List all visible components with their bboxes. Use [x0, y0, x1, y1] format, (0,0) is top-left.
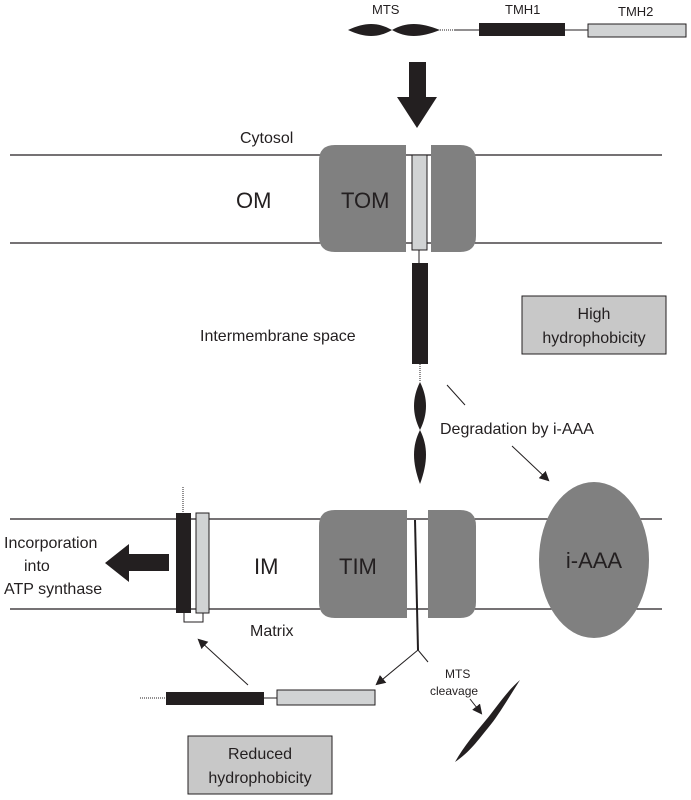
- cleavage-branch-right: [417, 649, 429, 663]
- cleavage-to-mts-arrow: [469, 698, 483, 715]
- tmh2-label: TMH2: [618, 4, 653, 19]
- high-hydrophobicity-line2: hydrophobicity: [542, 330, 645, 347]
- tom-complex: TOM: [319, 145, 476, 252]
- tim-left-half: [319, 510, 407, 618]
- mts-helix-top: [348, 24, 440, 36]
- incorporation-arrow: [105, 544, 169, 582]
- tmh2-segment-top: [587, 23, 687, 38]
- insertion-arrow: [197, 638, 249, 686]
- mature-tmh2: [276, 689, 376, 706]
- high-hydrophobicity-line1: High: [578, 306, 611, 323]
- inserted-loop: [183, 613, 204, 623]
- mts-helix-ims: [414, 382, 426, 484]
- iaaa-protease: [539, 482, 649, 638]
- high-hydrophobicity-box: High hydrophobicity: [521, 295, 667, 355]
- tim-right-half: [428, 510, 476, 618]
- mature-tmh1: [166, 692, 264, 705]
- iaaa-label: i-AAA: [566, 548, 623, 573]
- incorporation-line1: Incorporation: [4, 535, 97, 552]
- tim-complex: TIM: [319, 510, 476, 618]
- intermembrane-space-label: Intermembrane space: [200, 328, 356, 345]
- mts-cleavage-line2: cleavage: [430, 684, 478, 698]
- mature-protein-bottom: [140, 689, 376, 706]
- incorporation-line2: into: [24, 558, 50, 575]
- reduced-hydrophobicity-line1: Reduced: [228, 746, 292, 763]
- inserted-protein-im: [176, 487, 210, 623]
- tom-left-half: [319, 145, 406, 252]
- tmh1-in-ims: [412, 263, 428, 364]
- reduced-hydrophobicity-box: Reduced hydrophobicity: [187, 735, 333, 795]
- chain-through-tim: [414, 519, 419, 651]
- reduced-hydrophobicity-rect: [187, 735, 333, 795]
- incorporation-line3: ATP synthase: [4, 581, 102, 598]
- cleaved-mts-helix: [455, 680, 520, 762]
- tim-label: TIM: [339, 554, 377, 579]
- high-hydrophobicity-rect: [521, 295, 667, 355]
- import-arrow: [397, 62, 437, 128]
- cytosol-label: Cytosol: [240, 130, 293, 147]
- cleavage-branch-left: [375, 649, 419, 686]
- tom-right-half: [431, 145, 476, 252]
- tom-label: TOM: [341, 188, 389, 213]
- inserted-tmh2: [195, 512, 210, 614]
- tmh2-in-tom: [411, 154, 428, 251]
- inserted-tmh1: [176, 513, 191, 613]
- precursor-protein-top: MTS TMH1 TMH2: [348, 2, 687, 38]
- degradation-label: Degradation by i-AAA: [440, 421, 594, 438]
- matrix-label: Matrix: [250, 623, 294, 640]
- degradation-arrow: [511, 445, 550, 482]
- im-label: IM: [254, 554, 278, 579]
- mts-label-top: MTS: [372, 2, 400, 17]
- reduced-hydrophobicity-line2: hydrophobicity: [208, 770, 311, 787]
- tmh1-segment-top: [479, 23, 565, 36]
- mts-cleavage-line1: MTS: [445, 667, 470, 681]
- degradation-pointer-line: [446, 384, 466, 406]
- om-label: OM: [236, 188, 271, 213]
- tmh1-label: TMH1: [505, 2, 540, 17]
